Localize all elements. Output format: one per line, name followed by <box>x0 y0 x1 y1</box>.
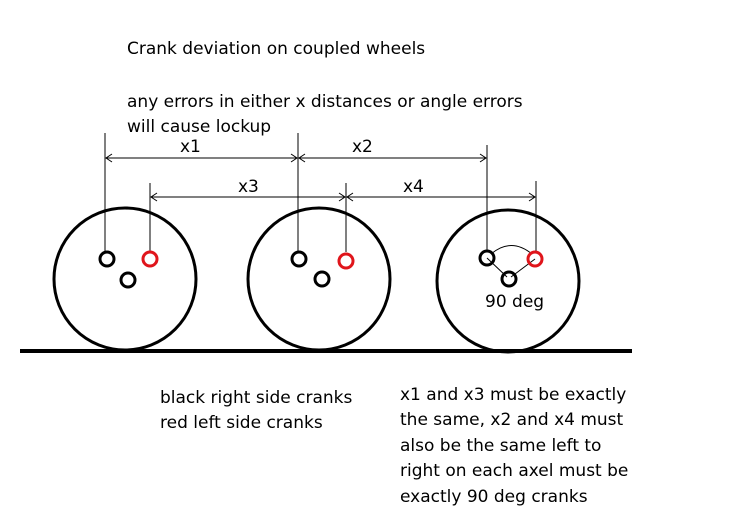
angle-arc <box>490 245 533 255</box>
angle-label: 90 deg <box>485 292 544 312</box>
crank-pin-red <box>526 250 544 268</box>
dimension-label-x3: x3 <box>238 177 259 197</box>
crank-pin-red <box>337 252 355 270</box>
wheel-2 <box>246 206 392 352</box>
dimension-label-x2: x2 <box>352 137 373 157</box>
legend-line-1: black right side cranks <box>160 388 352 408</box>
wheel-rim <box>435 208 581 354</box>
crank-pin-black <box>98 250 116 268</box>
warning-line-2: will cause lockup <box>127 117 271 137</box>
dimension-x2: x2 <box>298 137 487 163</box>
dimension-label-x1: x1 <box>180 137 201 157</box>
dimension-x1: x1 <box>105 137 298 163</box>
legend-line-2: red left side cranks <box>160 413 323 433</box>
dimension-label-x4: x4 <box>403 177 424 197</box>
wheel-rim <box>246 206 392 352</box>
warning-line-1: any errors in either x distances or angl… <box>127 92 523 112</box>
crank-pin-red <box>141 250 159 268</box>
wheel-3: 90 deg <box>435 208 581 354</box>
requirement-line-1: x1 and x3 must be exactly <box>400 385 626 405</box>
requirement-line-5: exactly 90 deg cranks <box>400 487 588 507</box>
wheel-1 <box>52 206 198 352</box>
axle-center <box>500 270 518 288</box>
wheel-rim <box>52 206 198 352</box>
axle-center <box>313 270 331 288</box>
crank-pin-black <box>290 250 308 268</box>
dimension-x4: x4 <box>346 177 536 202</box>
diagram-title: Crank deviation on coupled wheels <box>127 39 425 59</box>
dimension-x3: x3 <box>150 177 346 202</box>
requirement-line-3: also be the same left to <box>400 436 601 456</box>
axle-center <box>119 271 137 289</box>
crank-pin-black <box>478 249 496 267</box>
requirement-line-4: right on each axel must be <box>400 461 628 481</box>
requirement-line-2: the same, x2 and x4 must <box>400 410 624 430</box>
